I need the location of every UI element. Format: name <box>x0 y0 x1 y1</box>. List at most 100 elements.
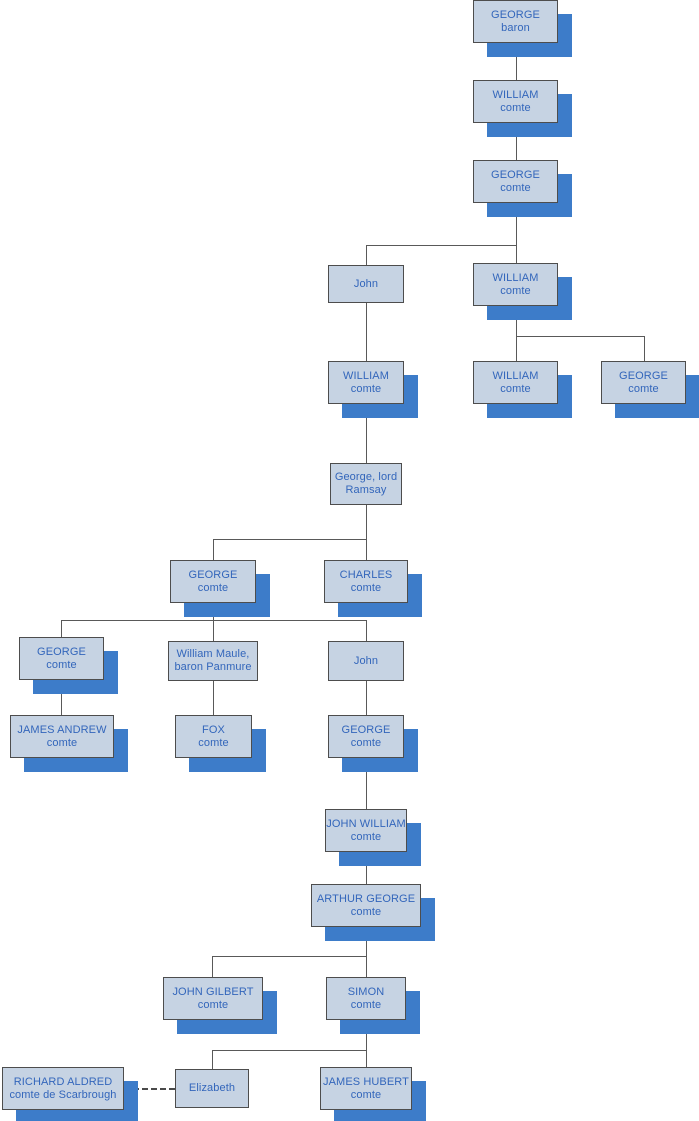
person-title: baron <box>501 21 530 34</box>
connector-bar-to-maule <box>213 620 214 641</box>
person-name: JAMES ANDREW <box>17 723 107 736</box>
person-title: comte de Scarbrough <box>9 1088 117 1101</box>
connector-bar-to-john2 <box>366 620 367 641</box>
connector-bar-george-charles <box>213 539 367 540</box>
marriage-link-richard-aldred-elizabeth-marriage <box>124 1088 175 1090</box>
connector-bar-to-george4 <box>61 620 62 637</box>
person-name: George, lord <box>334 471 398 483</box>
connector-ramsay-to-children-bar <box>366 505 367 560</box>
connector-bar-elizabeth-james-hubert <box>212 1050 367 1051</box>
connector-bar-to-william <box>516 245 517 263</box>
person-title: comte <box>350 998 382 1011</box>
connector-bar-to-james-hubert <box>366 1050 367 1067</box>
person-name: ARTHUR GEORGE <box>316 892 416 905</box>
person-title: comte <box>46 658 77 671</box>
person-title: comte <box>350 1088 382 1101</box>
person-name: GEORGE <box>188 568 238 581</box>
person-title: comte <box>350 581 382 594</box>
person-title: Ramsay <box>345 484 387 496</box>
person-name: GEORGE <box>491 8 540 21</box>
connector-bar-john-gilbert-simon <box>212 956 367 957</box>
connector-bar-to-john <box>366 245 367 265</box>
person-title: comte <box>628 382 659 395</box>
person-title: comte <box>500 382 531 395</box>
connector-maule-to-fox <box>213 681 214 715</box>
person-name: JOHN WILLIAM <box>326 817 406 830</box>
connector-sibling-bar-john-william <box>366 245 517 246</box>
connector-bar-to-george2 <box>644 336 645 361</box>
connector-bar-to-charles <box>366 539 367 560</box>
person-name: RICHARD ALDRED <box>13 1075 113 1088</box>
connector-simon-to-children-bar <box>366 1020 367 1050</box>
person-title: comte <box>350 830 382 843</box>
person-node[interactable]: William Maule,baron Panmure <box>168 641 258 681</box>
connector-bar-to-elizabeth <box>212 1050 213 1069</box>
person-title: comte <box>500 284 531 297</box>
person-title: comte <box>197 581 229 594</box>
person-name: GEORGE <box>619 369 668 382</box>
person-name: WILLIAM <box>492 88 539 101</box>
connector-children-bar-william-george <box>516 336 644 337</box>
person-node[interactable]: Elizabeth <box>175 1069 249 1108</box>
connector-george4-to-james-andrew <box>61 680 62 715</box>
connector-arthur-to-children-bar <box>366 927 367 956</box>
connector-john2-to-george5 <box>366 681 367 715</box>
person-name: GEORGE <box>341 723 391 736</box>
person-title: comte <box>350 382 382 395</box>
connector-john-to-william <box>366 303 367 361</box>
person-name: CHARLES <box>339 568 393 581</box>
person-name: WILLIAM <box>492 271 539 284</box>
person-name: Elizabeth <box>188 1082 236 1094</box>
person-name: John <box>353 654 379 667</box>
connector-bar-to-george3 <box>213 539 214 560</box>
person-title: comte <box>350 905 382 918</box>
person-name: WILLIAM <box>343 369 389 382</box>
person-node[interactable]: John <box>328 265 404 303</box>
person-name: William Maule, <box>176 648 250 660</box>
person-title: comte <box>500 101 531 114</box>
connector-george-baron-to-william <box>516 43 517 80</box>
person-name: JAMES HUBERT <box>323 1075 409 1088</box>
person-title: comte <box>350 736 382 749</box>
person-name: FOX <box>202 723 225 736</box>
connector-george5-to-john-william <box>366 758 367 809</box>
person-title: baron Panmure <box>174 661 252 673</box>
person-name: SIMON <box>347 985 385 998</box>
person-title: comte <box>46 736 78 749</box>
connector-william-to-children-bar <box>516 306 517 336</box>
person-name: GEORGE <box>37 645 86 658</box>
connector-bar-to-william2 <box>516 336 517 361</box>
connector-bar-to-john-gilbert <box>212 956 213 977</box>
person-title: comte <box>197 998 229 1011</box>
connector-william-to-george <box>516 123 517 160</box>
person-title: comte <box>198 736 229 749</box>
person-node[interactable]: John <box>328 641 404 681</box>
connector-john-william-to-arthur <box>366 852 367 884</box>
person-title: comte <box>500 181 531 194</box>
connector-william-to-george-ramsay <box>366 404 367 463</box>
connector-bar-to-simon <box>366 956 367 977</box>
person-name: JOHN GILBERT <box>172 985 254 998</box>
person-name: John <box>353 277 379 290</box>
